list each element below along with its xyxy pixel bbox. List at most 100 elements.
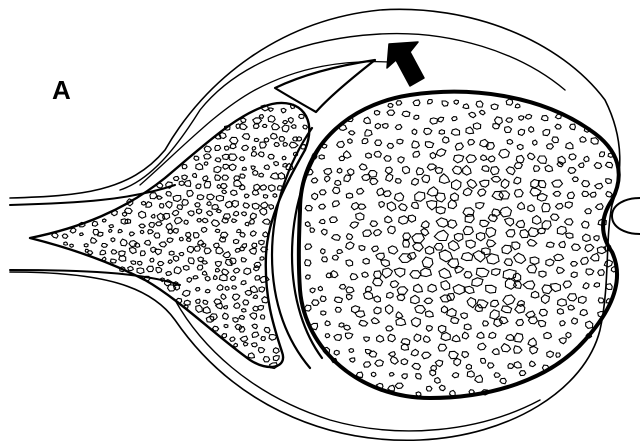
trabecular-pore <box>557 267 565 273</box>
trabecular-pore <box>222 334 227 338</box>
trabecular-pore <box>261 202 268 208</box>
trabecular-pore <box>216 210 221 213</box>
trabecular-pore <box>553 191 561 196</box>
trabecular-pore <box>467 371 474 377</box>
trabecular-pore <box>91 238 97 244</box>
trabecular-pore <box>373 230 381 236</box>
trabecular-pore <box>240 174 245 178</box>
trabecular-pore <box>319 155 324 159</box>
trabecular-pore <box>250 219 255 224</box>
trabecular-pore <box>443 137 450 143</box>
epiphysis-trabecular-pores <box>305 99 617 396</box>
trabecular-pore <box>318 286 322 291</box>
trabecular-pore <box>212 205 219 210</box>
trabecular-pore <box>179 253 184 256</box>
trabecular-pore <box>557 226 566 234</box>
trabecular-pore <box>262 124 267 127</box>
trabecular-pore <box>305 222 310 227</box>
trabecular-pore <box>572 318 578 324</box>
trabecular-pore <box>270 173 278 179</box>
trabecular-pore <box>412 363 421 369</box>
trabecular-pore <box>512 242 520 250</box>
trabecular-pore <box>344 325 351 330</box>
trabecular-pore <box>330 217 338 223</box>
trabecular-pore <box>590 192 596 197</box>
trabecular-pore <box>606 162 613 168</box>
trabecular-pore <box>194 156 199 160</box>
trabecular-pore <box>506 230 515 237</box>
trabecular-pore <box>492 269 501 276</box>
trabecular-pore <box>594 283 600 287</box>
trabecular-pore <box>139 224 145 228</box>
trabecular-pore <box>508 364 514 369</box>
trabecular-pore <box>335 180 341 185</box>
trabecular-pore <box>263 232 268 237</box>
trabecular-pore <box>578 163 584 168</box>
trabecular-pore <box>188 258 194 264</box>
trabecular-pore <box>231 190 238 195</box>
trabecular-pore <box>250 313 257 320</box>
trabecular-pore <box>197 219 201 222</box>
trabecular-pore <box>583 234 591 241</box>
trabecular-pore <box>528 205 535 212</box>
trabecular-pore <box>466 364 471 369</box>
trabecular-pore <box>70 244 74 247</box>
trabecular-pore <box>489 332 496 338</box>
trabecular-pore <box>606 179 612 184</box>
trabecular-pore <box>447 308 457 316</box>
trabecular-pore <box>102 244 108 248</box>
trabecular-pore <box>555 114 561 119</box>
trabecular-pore <box>211 220 219 227</box>
trabecular-pore <box>224 325 228 328</box>
trabecular-pore <box>364 291 373 299</box>
trabecular-pore <box>346 333 353 339</box>
trabecular-pore <box>324 169 332 175</box>
panel-label: A <box>52 75 71 105</box>
trabecular-pore <box>230 137 239 144</box>
trabecular-pore <box>436 149 446 157</box>
trabecular-pore <box>195 203 201 207</box>
trabecular-pore <box>427 201 437 210</box>
trabecular-pore <box>306 275 311 279</box>
trabecular-pore <box>583 283 589 289</box>
trabecular-pore <box>477 332 484 338</box>
trabecular-pore <box>250 286 257 293</box>
trabecular-pore <box>591 253 600 261</box>
trabecular-pore <box>416 168 423 175</box>
trabecular-pore <box>131 261 136 265</box>
trabecular-pore <box>384 156 391 162</box>
trabecular-pore <box>243 203 249 208</box>
trabecular-pore <box>568 294 577 301</box>
trabecular-pore <box>598 298 604 303</box>
trabecular-pore <box>264 165 269 169</box>
trabecular-pore <box>375 360 384 367</box>
trabecular-pore <box>559 241 566 247</box>
trabecular-pore <box>166 201 173 208</box>
trabecular-pore <box>80 233 84 236</box>
trabecular-pore <box>230 337 235 341</box>
trabecular-pore <box>273 356 279 361</box>
trabecular-pore <box>359 164 367 170</box>
trabecular-pore <box>568 305 575 310</box>
trabecular-pore <box>334 350 339 355</box>
trabecular-pore <box>260 208 267 215</box>
trabecular-pore <box>591 138 598 145</box>
trabecular-pore <box>415 192 425 202</box>
trabecular-pore <box>370 221 378 227</box>
trabecular-pore <box>258 152 264 157</box>
trabecular-pore <box>311 178 318 183</box>
trabecular-pore <box>387 143 393 148</box>
trabecular-pore <box>174 267 181 274</box>
trabecular-pore <box>184 180 191 186</box>
trabecular-pore <box>436 207 445 214</box>
trabecular-pore <box>268 116 275 123</box>
trabecular-pore <box>422 352 431 359</box>
trabecular-pore <box>597 247 606 254</box>
trabecular-pore <box>179 181 184 186</box>
trabecular-pore <box>337 141 345 147</box>
trabecular-pore <box>506 99 513 105</box>
trabecular-pore <box>421 268 432 277</box>
trabecular-pore <box>435 378 441 384</box>
trabecular-pore <box>111 250 117 254</box>
trabecular-pore <box>558 299 567 306</box>
